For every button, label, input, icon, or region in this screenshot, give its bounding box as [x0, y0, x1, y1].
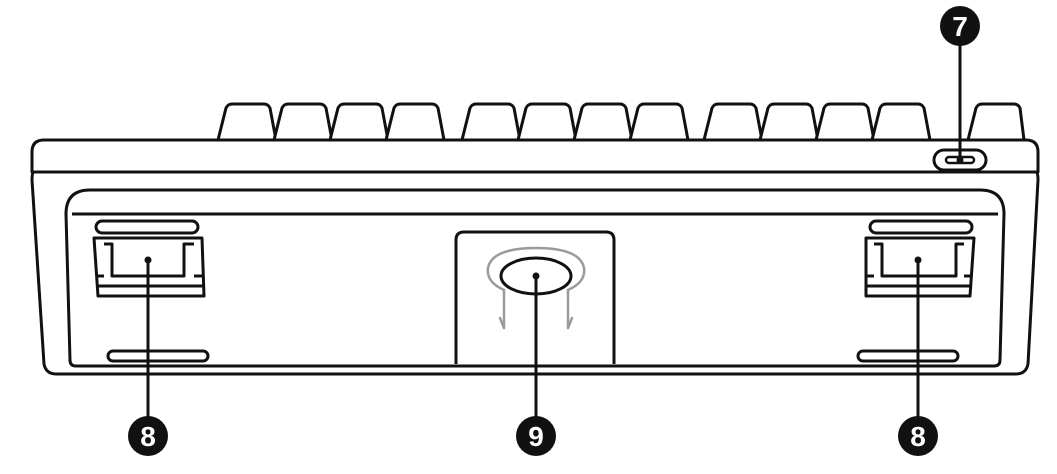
keycap [870, 102, 932, 142]
keycap [328, 102, 390, 142]
keycaps-row [216, 102, 1026, 142]
keycap [966, 102, 1026, 142]
callout-7: 7 [940, 6, 980, 46]
callout-9: 9 [516, 416, 556, 456]
keycap [516, 102, 578, 142]
leader-lines [146, 44, 962, 418]
keycap [572, 102, 634, 142]
foot-rail [94, 219, 200, 235]
callout-8-right: 8 [898, 416, 938, 456]
leader-dots [144, 156, 964, 280]
keycap [702, 102, 764, 142]
foot-rail [868, 219, 974, 235]
cable-clip-tip [498, 316, 574, 330]
keycap [272, 102, 334, 142]
left-rubber-pad [106, 349, 210, 363]
callout-9-label: 9 [528, 421, 544, 452]
right-foot[interactable] [864, 219, 976, 298]
callout-7-label: 7 [952, 11, 968, 42]
keycap [758, 102, 820, 142]
callout-8-left-label: 8 [140, 421, 156, 452]
cable-clip [486, 246, 586, 330]
callout-8-left: 8 [128, 416, 168, 456]
keycap [384, 102, 446, 142]
keycap [814, 102, 876, 142]
keycap [460, 102, 522, 142]
right-rubber-pad [856, 349, 960, 363]
foot-shade [96, 274, 204, 288]
keyboard-top-case [30, 138, 1040, 174]
callout-8-right-label: 8 [910, 421, 926, 452]
keycap [216, 102, 278, 142]
keycap [628, 102, 690, 142]
